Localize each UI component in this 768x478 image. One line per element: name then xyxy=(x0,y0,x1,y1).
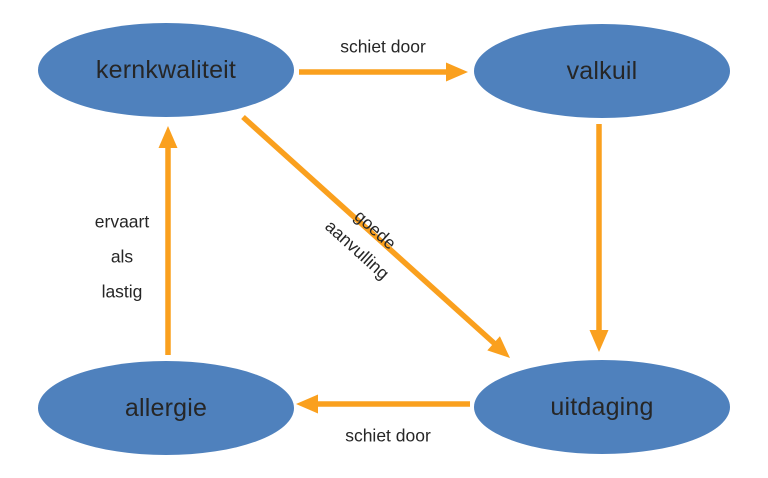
node-uitdaging-label: uitdaging xyxy=(550,392,654,421)
arrow-uitdaging-to-allergie xyxy=(296,394,470,414)
edge-label-line: lastig xyxy=(101,281,143,302)
edge-label-line: ervaart xyxy=(94,211,150,232)
node-kernkwaliteit-label: kernkwaliteit xyxy=(95,55,237,84)
edge-label-goede-aanvulling: goede aanvulling xyxy=(319,194,414,287)
arrow-allergie-to-kernkwaliteit xyxy=(158,126,178,355)
arrowhead-up-icon xyxy=(158,126,178,148)
arrow-valkuil-to-uitdaging xyxy=(589,124,609,352)
node-valkuil: valkuil xyxy=(474,24,730,118)
arrow-kernkwaliteit-to-valkuil xyxy=(299,62,468,82)
edge-label-schiet-door-bottom: schiet door xyxy=(345,425,431,446)
edge-label-schiet-door-top: schiet door xyxy=(340,36,426,57)
node-valkuil-label: valkuil xyxy=(566,56,638,85)
node-uitdaging: uitdaging xyxy=(474,360,730,454)
edge-label-ervaart-als-lastig: ervaart als lastig xyxy=(95,205,149,310)
node-allergie: allergie xyxy=(38,361,294,455)
node-kernkwaliteit: kernkwaliteit xyxy=(38,23,294,117)
node-allergie-label: allergie xyxy=(124,393,208,422)
arrowhead-left-icon xyxy=(296,394,318,414)
arrowhead-diagonal-icon xyxy=(487,336,510,358)
arrowhead-down-icon xyxy=(589,330,609,352)
arrowhead-right-icon xyxy=(446,62,468,82)
edge-label-line: als xyxy=(110,246,134,267)
